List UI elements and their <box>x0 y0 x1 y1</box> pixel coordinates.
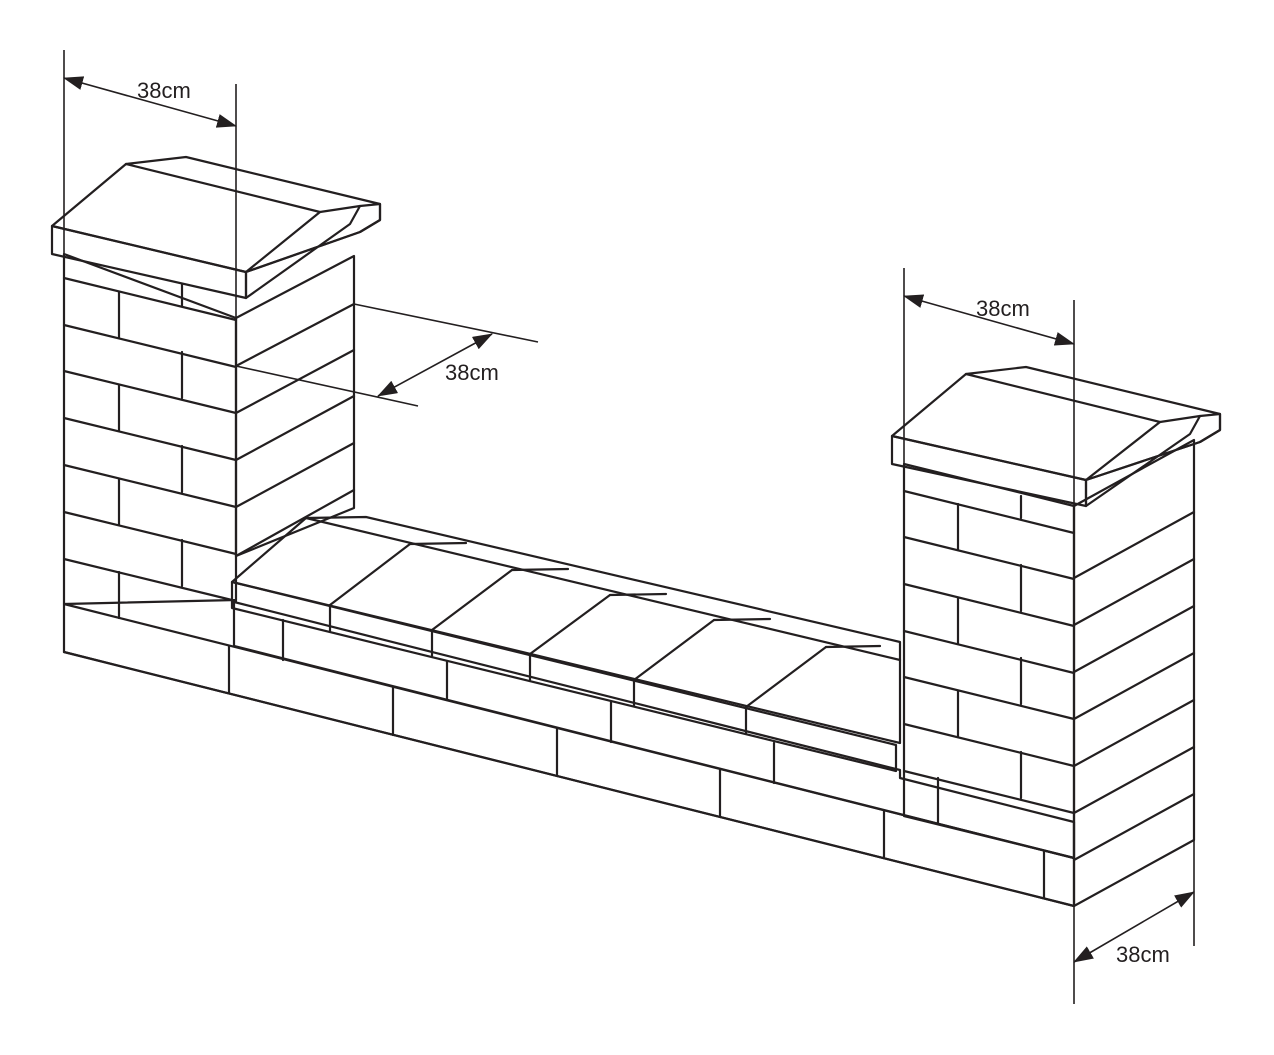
left-pillar-courses <box>62 276 356 620</box>
right-pillar <box>890 365 1222 908</box>
low-wall-front <box>62 602 1076 908</box>
dimension-left-pillar-width: 38cm <box>63 50 237 320</box>
right-pillar-courses <box>902 489 1196 862</box>
coping-joints <box>304 516 902 735</box>
left-cap-top <box>50 155 382 274</box>
left-cap-front <box>50 224 248 300</box>
dimension-left-pillar-depth: 38cm <box>235 303 539 407</box>
left-pillar-side <box>234 254 356 558</box>
dimension-right-pillar-width: 38cm <box>903 268 1075 506</box>
left-cap-side <box>244 202 382 300</box>
coping-front <box>230 580 898 773</box>
left-pillar <box>50 155 382 620</box>
low-wall <box>62 600 1076 908</box>
right-depth-label: 38cm <box>1116 942 1170 967</box>
right-cap-top <box>890 365 1222 482</box>
left-width-label: 38cm <box>137 78 191 103</box>
low-wall-coping <box>230 515 902 773</box>
right-pillar-side <box>1072 438 1196 908</box>
coping-top <box>230 515 902 745</box>
left-depth-label: 38cm <box>445 360 499 385</box>
right-cap-side <box>1084 412 1222 508</box>
right-width-label: 38cm <box>976 296 1030 321</box>
right-pillar-front <box>902 462 1076 860</box>
low-wall-joints <box>62 618 1076 908</box>
dimension-right-pillar-depth: 38cm <box>1073 840 1195 1004</box>
left-pillar-front <box>62 252 238 606</box>
